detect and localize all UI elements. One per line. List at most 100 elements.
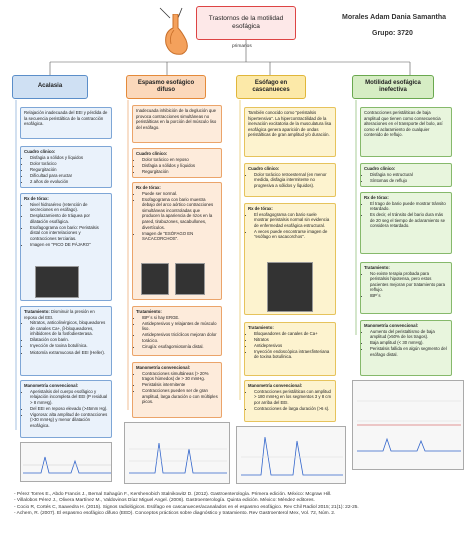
list-item: Regurgitación: [142, 169, 218, 175]
acalasia-mano-heading: Manometría convencional:: [24, 383, 79, 388]
list-item: Contracciones pueden ser de gran amplitu…: [142, 388, 218, 405]
xray-image: [141, 263, 169, 295]
cascanueces-tx-heading: Tratamiento:: [248, 325, 274, 330]
list-item: Es decir, el tránsito del bario dura más…: [370, 212, 448, 229]
cascanueces-def-text: También conocido como "peristalsis hiper…: [248, 110, 332, 138]
inefectiva-rx-heading: Rx de tórax:: [364, 195, 389, 200]
cascanueces-definition: También conocido como "peristalsis hiper…: [244, 107, 336, 157]
list-item: Bloqueadores de canales de Ca+: [254, 331, 332, 337]
espasmo-def-text: Inadecuada inhibición de la deglución qu…: [136, 108, 217, 130]
acalasia-rx-heading: Rx de tórax:: [24, 196, 49, 201]
list-item: Disfagia a sólidos y líquidos: [30, 155, 108, 161]
reference-item: - Pérez Torres E., Abdo Francis J., Bern…: [14, 492, 332, 497]
xray-image: [267, 262, 313, 312]
inefectiva-definition: Contracciones peristálticas de baja ampl…: [360, 107, 452, 157]
list-item: Nitratos, anticolinérgicos, bloqueadores…: [30, 320, 108, 337]
espasmo-definition: Inadecuada inhibición de la deglución qu…: [132, 105, 222, 143]
espasmo-tratamiento: Tratamiento: IBP´s si hay ERGE. Antidepr…: [132, 306, 222, 356]
list-item: Imagen de "ESÓFAGO EN SACACORCHOS".: [142, 231, 218, 242]
list-item: Regurgitación: [30, 167, 108, 173]
espasmo-clinico-heading: Cuadro clínico:: [136, 151, 168, 156]
acalasia-tratamiento: Tratamiento: Disminuir la presión en rep…: [20, 306, 112, 376]
list-item: Aumento del peristaltismo de baja amplit…: [370, 329, 448, 340]
xray-image: [35, 266, 79, 298]
category-cascanueces: Esófago en cascanueces: [236, 75, 306, 99]
acalasia-manometria: Manometría convencional: Aperistalsis de…: [20, 380, 112, 438]
inefectiva-manometria: Manometría convencional: Aumento del per…: [360, 320, 452, 376]
stomach-icon: [160, 13, 194, 60]
cascanueces-clinico-heading: Cuadro clínico:: [248, 166, 280, 171]
acalasia-tx-heading: Tratamiento:: [24, 309, 50, 314]
acalasia-tx-intro: Disminuir la presión en reposo del EEI.: [24, 309, 95, 320]
reference-item: - Villalobos Pérez J., Olivera Martínez …: [14, 498, 315, 504]
espasmo-manometria: Manometría convencional: Contracciones s…: [132, 362, 222, 418]
manometry-tracing: [236, 426, 346, 484]
list-item: Contracciones simultáneas (> 20% tragos …: [142, 371, 218, 382]
list-item: No existe terapia probada para peristals…: [370, 271, 448, 293]
list-item: Esofagograma con bario: Peristalsis dist…: [30, 225, 108, 242]
cascanueces-manometria: Manometría convencional: Contracciones p…: [244, 380, 336, 422]
inefectiva-rx: Rx de tórax: El trago de bario puede mos…: [360, 192, 452, 254]
acalasia-clinico-heading: Cuadro clínico:: [24, 149, 56, 154]
list-item: Disfagia no estructural: [370, 172, 448, 178]
list-item: Vigorosa: alta amplitud de contracciones…: [30, 412, 108, 429]
list-item: Puede ser normal.: [142, 191, 218, 197]
cascanueces-rx: Rx de tórax: El esofagograma con bario s…: [244, 203, 336, 315]
list-item: El trago de bario puede mostrar tránsito…: [370, 201, 448, 212]
espasmo-rx: Rx de tórax: Puede ser normal. Esofagogr…: [132, 182, 222, 300]
list-item: Nivel hidroaéreo (retención de secrecion…: [30, 202, 108, 213]
inefectiva-mano-heading: Manometría convencional:: [364, 323, 419, 328]
author-name: Morales Adam Dania Samantha: [342, 14, 446, 21]
list-item: Contracciones de larga duración (>6 s).: [254, 406, 332, 412]
list-item: 2 años de evolución: [30, 179, 108, 185]
list-item: Nitratos: [254, 337, 332, 343]
list-item: Baja amplitud (< 30 mmHg).: [370, 340, 448, 346]
acalasia-definition: Relajación inadecuada del EEI y pérdida …: [20, 107, 112, 139]
list-item: IBP´s si hay ERGE.: [142, 315, 218, 321]
cascanueces-rx-heading: Rx de tórax:: [248, 206, 273, 211]
list-item: Contracciones peristálticas con amplitud…: [254, 389, 332, 406]
list-item: Antidepresivos y relajantes de músculo l…: [142, 321, 218, 332]
inefectiva-tratamiento: Tratamiento: No existe terapia probada p…: [360, 262, 452, 314]
group-label: Grupo: 3720: [372, 30, 413, 37]
category-espasmo: Espasmo esofágico difuso: [126, 75, 206, 99]
category-inefectiva: Motilidad esofágica inefectiva: [352, 75, 434, 99]
list-item: Del EEI en reposo elevado (>45mm Hg).: [30, 406, 108, 412]
manometry-tracing: [20, 442, 112, 482]
list-item: Aperistalsis del cuerpo esofágico y rela…: [30, 389, 108, 406]
espasmo-clinico: Cuadro clínico: Dolor torácico en reposo…: [132, 148, 222, 178]
list-item: Disfagia a sólidos y líquidos: [142, 163, 218, 169]
list-item: IBP´s: [370, 293, 448, 299]
acalasia-rx: Rx de tórax: Nivel hidroaéreo (retención…: [20, 193, 112, 301]
list-item: Antidepresivos: [254, 343, 332, 349]
list-item: Cirugía: esofagomiotomía distal.: [142, 344, 218, 350]
list-item: Esofagograma con bario muestra debajo de…: [142, 197, 218, 230]
map-title: Trastornos de la motilidad esofágica: [196, 6, 296, 40]
list-item: Desplazamiento de tráquea por dilatación…: [30, 213, 108, 224]
acalasia-clinico: Cuadro clínico: Disfagia a sólidos y líq…: [20, 146, 112, 188]
list-item: Síntomas de reflujo: [370, 178, 448, 184]
manometry-tracing: [124, 422, 230, 484]
list-item: Peristalsis fallida en algún segmento de…: [370, 346, 448, 357]
inefectiva-def-text: Contracciones peristálticas de baja ampl…: [364, 110, 443, 138]
cascanueces-tratamiento: Tratamiento: Bloqueadores de canales de …: [244, 322, 336, 376]
category-acalasia: Acalasia: [12, 75, 88, 99]
inefectiva-clinico-heading: Cuadro clínico:: [364, 166, 396, 171]
acalasia-def-text: Relajación inadecuada del EEI y pérdida …: [24, 110, 108, 127]
cascanueces-clinico: Cuadro clínico: Dolor torácico retroeste…: [244, 163, 336, 197]
inefectiva-tx-heading: Tratamiento:: [364, 265, 390, 270]
cascanueces-mano-heading: Manometría convencional:: [248, 383, 303, 388]
reference-item: - Cocio R, Cortés C, Saavedra H. (2015).…: [14, 504, 359, 510]
manometry-tracing: [352, 380, 464, 470]
list-item: Imagen en "PICO DE PÁJARO": [30, 242, 108, 248]
list-item: El esofagograma con bario suele mostrar …: [254, 212, 332, 229]
espasmo-rx-heading: Rx de tórax:: [136, 185, 161, 190]
list-item: Dificultad para eructar: [30, 173, 108, 179]
reference-item: - Achem, R. (2007). El espasmo esofágico…: [14, 511, 336, 517]
list-item: Dilatación con barin.: [30, 337, 108, 343]
list-item: Dolor torácico: [30, 161, 108, 167]
xray-image: [175, 263, 205, 295]
references: - Pérez Torres E., Abdo Francis J., Bern…: [14, 492, 464, 518]
list-item: Peristalsis intermitente: [142, 382, 218, 388]
